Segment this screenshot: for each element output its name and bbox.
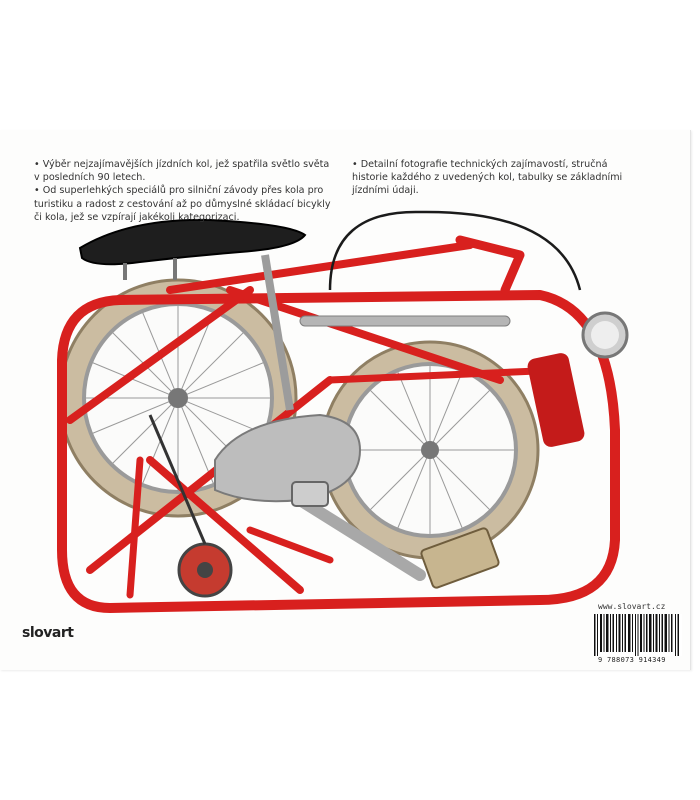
bullet-item: • Od superlehkých speciálů pro silniční … [34,185,331,223]
isbn-digits: 9 788073 914349 [598,656,666,664]
stem-bar [299,315,511,327]
pedal [420,527,500,589]
book-back-cover: • Výběr nejzajímavějších jízdních kol, j… [0,130,691,670]
chain-guard [214,413,362,503]
cover-bullets-right: • Detailní fotografie technických zajíma… [352,158,632,198]
pedal-left [291,481,329,507]
barcode [592,614,682,656]
bullet-item: • Detailní fotografie technických zajíma… [352,159,623,197]
front-fork-tube [527,353,585,447]
rear-wheel [58,278,298,518]
saddle [78,218,307,266]
brake-cable [328,210,582,291]
crank-arm [294,494,426,581]
folding-bicycle-photo [57,210,629,613]
bullet-item: • Výběr nejzajímavějších jízdních kol, j… [34,159,330,184]
publisher-website: www.slovart.cz [598,602,666,611]
barcode-graphic [594,614,679,656]
publisher-logo: slovart [22,625,74,641]
cover-bullets-left: • Výběr nejzajímavějších jízdních kol, j… [34,158,334,224]
